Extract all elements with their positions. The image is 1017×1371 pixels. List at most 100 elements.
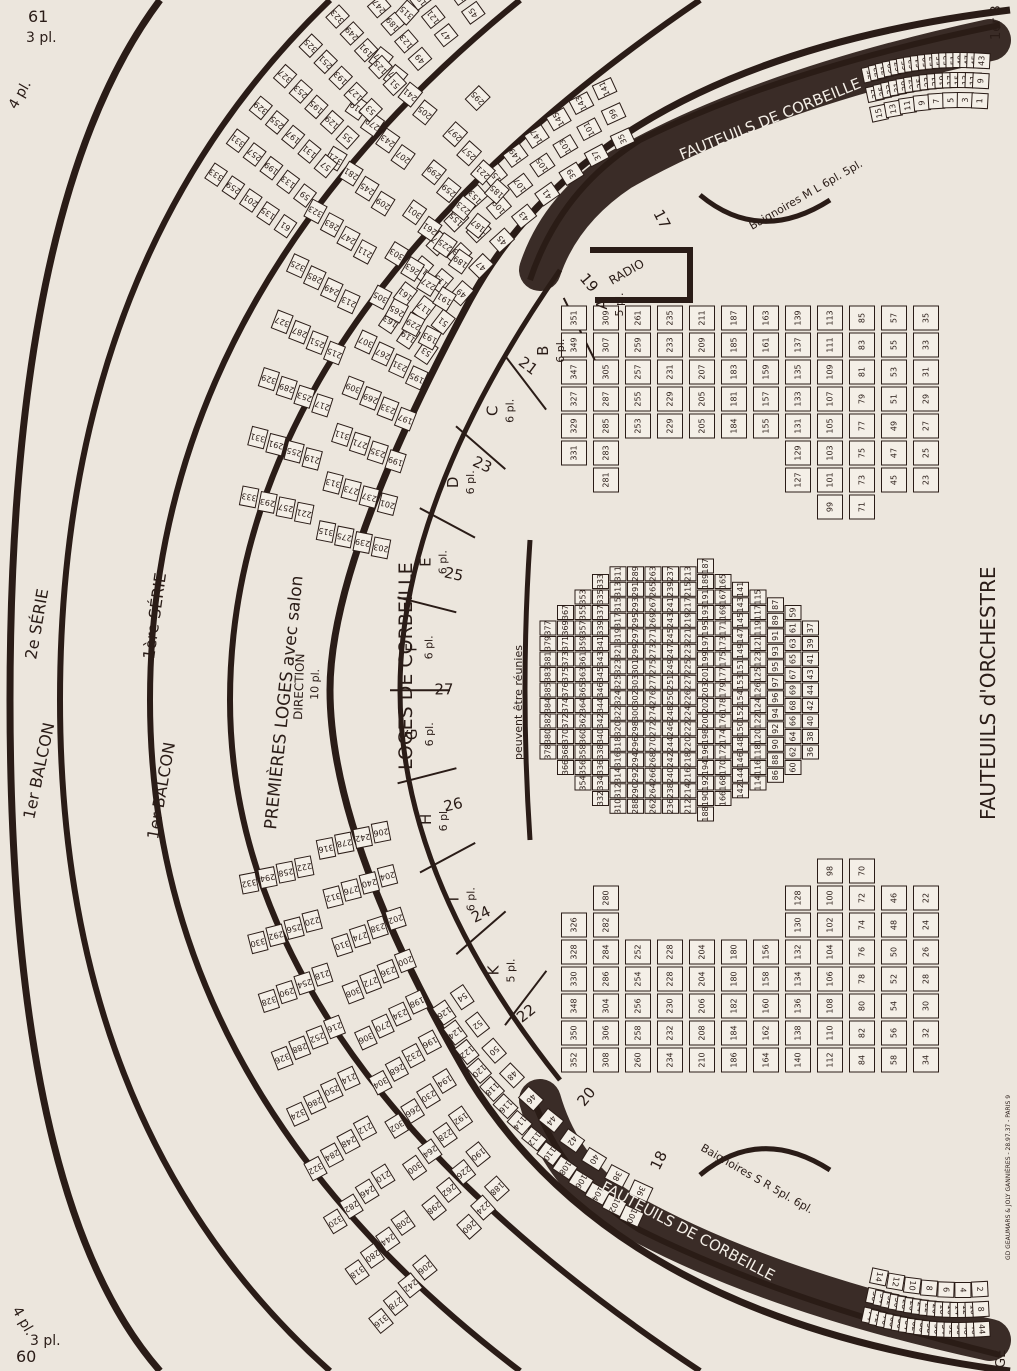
premieres-loges-seat[interactable]: 52 bbox=[464, 1011, 491, 1038]
orchestra-seat[interactable]: 268 bbox=[644, 752, 662, 767]
balcon-2-seat[interactable]: 290 bbox=[275, 979, 298, 1005]
premieres-loges-seat[interactable]: 124 bbox=[442, 1019, 468, 1046]
orchestra-seat[interactable]: 341 bbox=[592, 636, 609, 651]
premieres-loges-seat[interactable]: 149 bbox=[502, 142, 529, 169]
orchestra-side-seat[interactable]: 71 bbox=[849, 494, 875, 520]
orchestra-seat[interactable]: 150 bbox=[732, 721, 749, 736]
orchestra-seat[interactable]: 296 bbox=[627, 737, 644, 752]
orchestra-seat[interactable]: 323 bbox=[609, 659, 627, 674]
balcon-1-seat[interactable]: 267 bbox=[370, 341, 395, 367]
orchestra-seat[interactable]: 212 bbox=[679, 799, 697, 814]
balcon-upper-seat[interactable]: 51 bbox=[382, 71, 408, 97]
premieres-loges-seat[interactable]: 103 bbox=[552, 134, 579, 159]
orchestra-seat[interactable]: 123 bbox=[749, 651, 767, 667]
orchestra-seat[interactable]: 174 bbox=[714, 729, 732, 744]
premieres-loges-seat[interactable]: 141 bbox=[591, 77, 618, 101]
orchestra-side-seat[interactable]: 74 bbox=[849, 912, 875, 938]
balcon-2-seat[interactable]: 285 bbox=[302, 265, 327, 291]
balcon-upper-seat[interactable]: 247 bbox=[366, 0, 392, 19]
orchestra-seat[interactable]: 294 bbox=[627, 752, 644, 767]
orchestra-side-seat[interactable]: 155 bbox=[753, 413, 779, 439]
balcon-1-seat[interactable]: 235 bbox=[366, 440, 389, 465]
orchestra-side-seat[interactable]: 230 bbox=[657, 993, 683, 1019]
balcon-2-seat[interactable]: 258 bbox=[275, 860, 297, 884]
orchestra-seat[interactable]: 178 bbox=[714, 698, 732, 713]
orchestra-seat[interactable]: 67 bbox=[784, 667, 802, 682]
orchestra-seat[interactable]: 97 bbox=[767, 674, 784, 690]
orchestra-side-seat[interactable]: 253 bbox=[625, 413, 651, 439]
orchestra-seat[interactable]: 42 bbox=[802, 698, 819, 713]
corbeille-seat-bottom[interactable]: 10 bbox=[902, 1276, 922, 1295]
balcon-1-seat[interactable]: 238 bbox=[366, 915, 389, 940]
orchestra-seat[interactable]: 295 bbox=[627, 613, 644, 628]
balcon-2-seat[interactable]: 330 bbox=[247, 930, 269, 955]
orchestra-seat[interactable]: 213 bbox=[679, 566, 697, 581]
balcon-2-seat[interactable]: 217 bbox=[311, 393, 334, 418]
orchestra-seat[interactable]: 340 bbox=[592, 729, 609, 744]
orchestra-seat[interactable]: 197 bbox=[697, 636, 714, 651]
balcon-2-seat[interactable]: 280 bbox=[359, 1242, 386, 1269]
orchestra-seat[interactable]: 59 bbox=[784, 605, 802, 620]
balcon-upper-seat[interactable]: 259 bbox=[221, 175, 246, 200]
orchestra-side-seat[interactable]: 111 bbox=[817, 332, 843, 358]
balcon-1-seat[interactable]: 237 bbox=[358, 485, 381, 509]
orchestra-seat[interactable]: 196 bbox=[697, 744, 714, 760]
premieres-loges-seat[interactable]: 101 bbox=[576, 117, 603, 142]
balcon-upper-seat[interactable]: 61 bbox=[273, 213, 298, 239]
orchestra-seat[interactable]: 90 bbox=[767, 736, 784, 752]
orchestra-seat[interactable]: 88 bbox=[767, 752, 784, 768]
orchestra-seat[interactable]: 372 bbox=[557, 713, 574, 729]
balcon-1-seat[interactable]: 229 bbox=[401, 311, 426, 338]
orchestra-side-seat[interactable]: 159 bbox=[753, 359, 779, 385]
orchestra-seat[interactable]: 342 bbox=[592, 713, 609, 729]
balcon-upper-seat[interactable]: 49 bbox=[407, 46, 433, 72]
orchestra-seat[interactable]: 225 bbox=[679, 659, 697, 674]
orchestra-seat[interactable]: 176 bbox=[714, 713, 732, 729]
orchestra-side-seat[interactable]: 135 bbox=[785, 359, 811, 385]
orchestra-seat[interactable]: 251 bbox=[662, 675, 679, 690]
balcon-1-seat[interactable]: 188 bbox=[483, 1175, 510, 1202]
orchestra-seat[interactable]: 203 bbox=[697, 682, 714, 698]
orchestra-seat[interactable]: 144 bbox=[732, 768, 749, 783]
orchestra-seat[interactable]: 198 bbox=[697, 729, 714, 744]
orchestra-seat[interactable]: 310 bbox=[609, 799, 627, 814]
orchestra-seat[interactable]: 217 bbox=[679, 597, 697, 612]
balcon-2-seat[interactable]: 244 bbox=[375, 1226, 401, 1253]
orchestra-seat[interactable]: 222 bbox=[679, 721, 697, 736]
balcon-1-seat[interactable]: 309 bbox=[341, 375, 365, 401]
premieres-loges-seat[interactable]: 36 bbox=[627, 1179, 654, 1203]
orchestra-side-seat[interactable]: 327 bbox=[561, 386, 587, 412]
orchestra-seat[interactable]: 93 bbox=[767, 643, 784, 659]
balcon-1-seat[interactable]: 311 bbox=[331, 422, 354, 448]
balcon-1-seat[interactable]: 227 bbox=[416, 271, 441, 297]
orchestra-seat[interactable]: 120 bbox=[749, 729, 767, 744]
orchestra-side-seat[interactable]: 160 bbox=[753, 993, 779, 1019]
orchestra-seat[interactable]: 215 bbox=[679, 582, 697, 597]
orchestra-seat[interactable]: 92 bbox=[767, 721, 784, 737]
orchestra-side-seat[interactable]: 306 bbox=[593, 1020, 619, 1046]
balcon-2-seat[interactable]: 291 bbox=[265, 432, 287, 457]
orchestra-side-seat[interactable]: 54 bbox=[881, 993, 907, 1019]
orchestra-seat[interactable]: 41 bbox=[802, 651, 819, 667]
orchestra-side-seat[interactable]: 72 bbox=[849, 885, 875, 911]
premieres-loges-seat[interactable]: 42 bbox=[558, 1128, 586, 1154]
balcon-2-seat[interactable]: 212 bbox=[352, 1115, 378, 1141]
balcon-2-seat[interactable]: 284 bbox=[319, 1142, 345, 1168]
orchestra-seat[interactable]: 247 bbox=[662, 644, 679, 659]
corbeille-seat-bottom[interactable]: 8 bbox=[919, 1279, 939, 1297]
balcon-1-seat[interactable]: 260 bbox=[456, 1213, 483, 1240]
orchestra-seat[interactable]: 245 bbox=[662, 628, 679, 643]
orchestra-side-seat[interactable]: 32 bbox=[913, 1020, 939, 1046]
orchestra-seat[interactable]: 122 bbox=[749, 713, 767, 729]
orchestra-side-seat[interactable]: 235 bbox=[657, 305, 683, 331]
balcon-1-seat[interactable]: 275 bbox=[334, 525, 355, 549]
orchestra-seat[interactable]: 250 bbox=[662, 690, 679, 705]
orchestra-seat[interactable]: 191 bbox=[697, 589, 714, 605]
balcon-1-seat[interactable]: 298 bbox=[421, 1194, 447, 1221]
orchestra-seat[interactable]: 115 bbox=[749, 589, 767, 605]
orchestra-side-seat[interactable]: 352 bbox=[561, 1047, 587, 1073]
balcon-2-seat[interactable]: 209 bbox=[370, 190, 396, 217]
balcon-1-seat[interactable]: 295 bbox=[464, 85, 491, 112]
orchestra-seat[interactable]: 319 bbox=[609, 628, 627, 643]
balcon-1-seat[interactable]: 308 bbox=[341, 979, 365, 1005]
